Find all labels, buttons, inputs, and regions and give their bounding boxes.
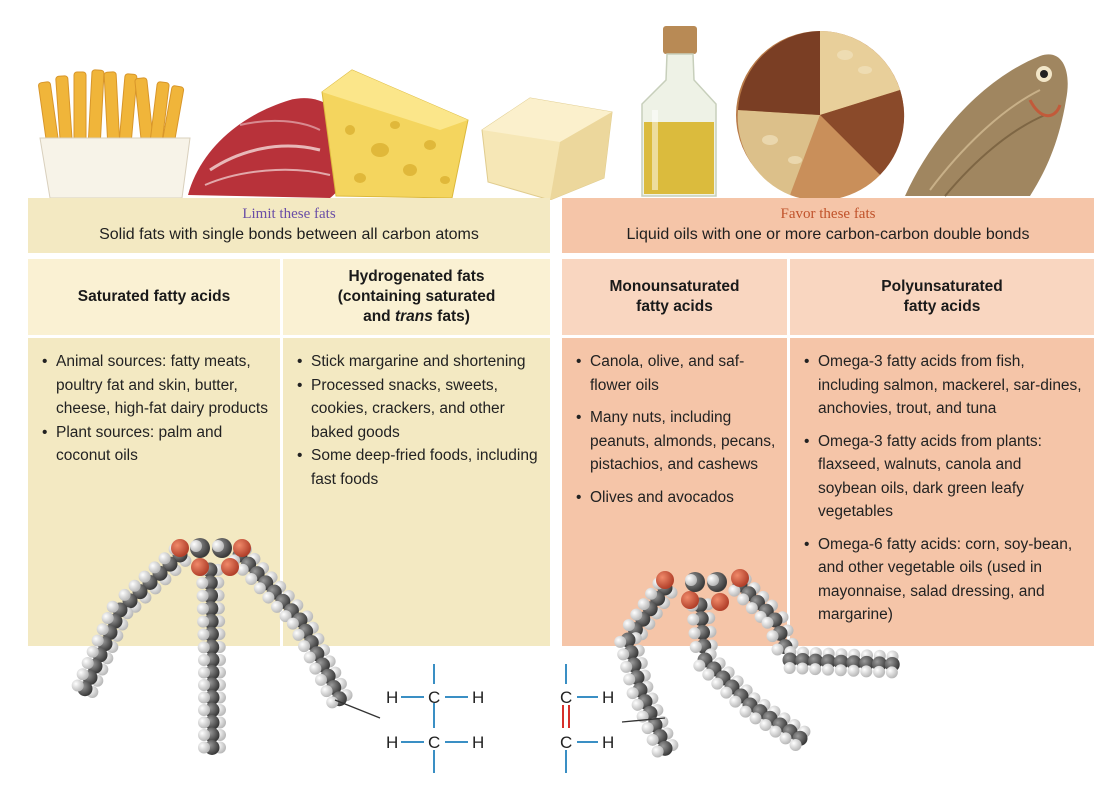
list-item: Omega-6 fatty acids: corn, soy-bean, and… [804,533,1084,627]
atom-c: C [560,733,572,752]
fries-photo [38,69,191,199]
monounsaturated-title: Monounsaturated fatty acids [562,259,787,335]
polyunsaturated-title: Polyunsaturated fatty acids [790,259,1094,335]
atom-h: H [472,688,484,707]
atom-h: H [386,733,398,752]
saturated-fat-molecule-model [71,538,353,755]
hydrogenated-title-line-1: Hydrogenated fats [348,268,485,285]
atom-c: C [428,733,440,752]
nuts-photo [736,31,905,200]
steak-photo [188,98,357,198]
list-item: Omega-3 fatty acids from fish, including… [804,350,1084,421]
hydrogenated-title-line-3: and trans fats) [363,308,470,325]
atom-c: C [560,688,572,707]
list-item: Some deep-fried foods, including fast fo… [297,444,540,491]
double-bond-structure: C H C H [560,664,614,773]
limit-fats-header: Limit these fats Solid fats with single … [28,198,550,256]
atom-h: H [472,733,484,752]
list-item: Animal sources: fatty meats, poultry fat… [42,350,270,421]
list-item: Stick margarine and shortening [297,350,540,374]
favor-fats-header: Favor these fats Liquid oils with one or… [562,198,1094,256]
unsaturated-fat-molecule-model [614,569,900,758]
hydrogenated-title: Hydrogenated fats (containing saturated … [283,259,550,335]
atom-h: H [386,688,398,707]
list-item: Many nuts, including peanuts, almonds, p… [576,406,777,477]
limit-kicker: Limit these fats [242,206,336,222]
fish-photo [905,54,1068,197]
limit-description: Solid fats with single bonds between all… [99,226,479,243]
saturated-list: Animal sources: fatty meats, poultry fat… [28,338,280,646]
food-photo-strip [38,26,1068,200]
favor-description: Liquid oils with one or more carbon-carb… [626,226,1030,243]
atom-c: C [428,688,440,707]
favor-kicker: Favor these fats [780,206,876,222]
hydrogenated-title-line-2: (containing saturated [337,288,496,305]
atom-h: H [602,733,614,752]
polyunsaturated-list: Omega-3 fatty acids from fish, including… [790,338,1094,646]
hydrogenated-list: Stick margarine and shortening Processed… [283,338,550,646]
saturated-title: Saturated fatty acids [28,259,280,335]
unsaturated-pointer-line [621,717,666,723]
list-item: Canola, olive, and saf-flower oils [576,350,777,397]
atom-h: H [602,688,614,707]
list-item: Olives and avocados [576,486,777,510]
saturated-pointer-line [334,699,381,719]
cheese-photo [321,69,469,199]
single-bond-structure: H C H H C H [386,664,484,773]
olive-oil-photo [641,26,717,197]
butter-photo [481,97,613,200]
molecule-models: H C H H C H C H C H [71,538,900,773]
list-item: Omega-3 fatty acids from plants: flaxsee… [804,430,1084,524]
list-item: Plant sources: palm and coconut oils [42,421,270,468]
list-item: Processed snacks, sweets, cookies, crack… [297,374,540,445]
